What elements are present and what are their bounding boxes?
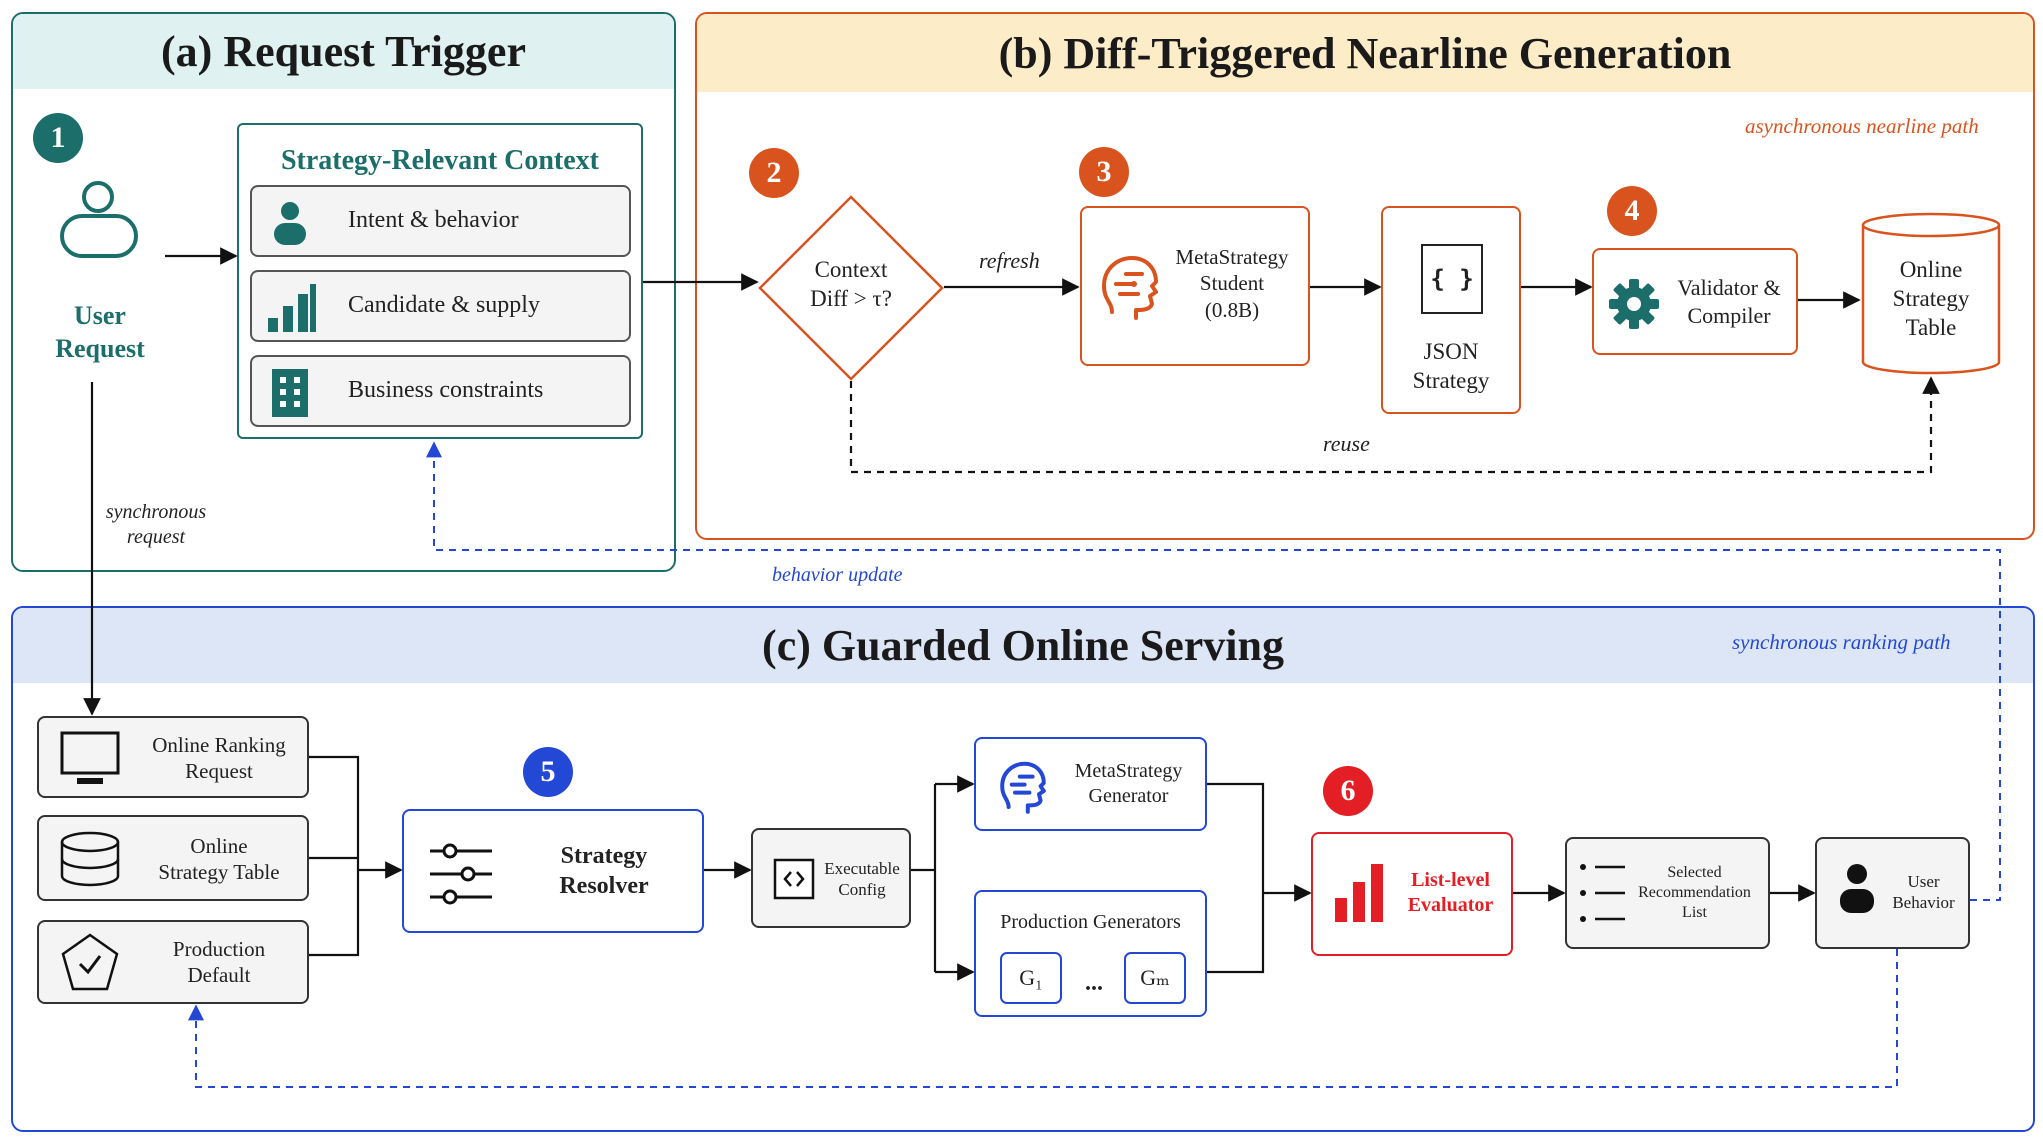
sliders-icon bbox=[430, 843, 492, 905]
context-item-label: Candidate & supply bbox=[348, 292, 540, 318]
panel-request-trigger: (a) Request Trigger bbox=[11, 12, 676, 572]
refresh-label: refresh bbox=[979, 248, 1040, 273]
context-item-label: Intent & behavior bbox=[348, 207, 519, 233]
ai-head-icon bbox=[1102, 256, 1158, 320]
sync-ranking-path-label: synchronous ranking path bbox=[1732, 630, 1951, 654]
selected-recommendation-list-box: Selected Recommendation List bbox=[1565, 837, 1770, 949]
metastrategy-student-box: MetaStrategy Student (0.8B) bbox=[1080, 206, 1310, 366]
person-icon bbox=[274, 202, 306, 245]
list-level-evaluator-box: List-level Evaluator bbox=[1311, 832, 1513, 956]
selected-list-label: Selected Recommendation List bbox=[1638, 864, 1751, 921]
user-request-label: User Request bbox=[55, 301, 145, 363]
production-generators-box: Production Generators G₁ ... Gₘ bbox=[974, 890, 1207, 1017]
context-item-label: Business constraints bbox=[348, 377, 544, 403]
online-ranking-request-label: Online Ranking Request bbox=[152, 733, 286, 784]
online-ranking-request-box: Online Ranking Request bbox=[37, 716, 309, 798]
json-braces: { } bbox=[1430, 265, 1474, 293]
building-icon bbox=[272, 369, 308, 417]
panel-c-title: (c) Guarded Online Serving bbox=[762, 621, 1284, 670]
step-3-number: 3 bbox=[1096, 155, 1112, 188]
code-icon bbox=[773, 858, 815, 900]
generator-gm-label: Gₘ bbox=[1140, 965, 1170, 990]
user-behavior-box: User Behavior bbox=[1815, 837, 1970, 949]
async-path-label: asynchronous nearline path bbox=[1745, 114, 1979, 138]
executable-config-label: Executable Config bbox=[824, 859, 900, 900]
panel-a-header: (a) Request Trigger bbox=[13, 14, 674, 89]
online-strategy-table-cylinder bbox=[1861, 212, 2001, 375]
step-1-number: 1 bbox=[50, 121, 66, 154]
json-strategy-label: JSON Strategy bbox=[1412, 339, 1490, 393]
step-6-badge: 6 bbox=[1323, 766, 1373, 816]
database-icon bbox=[60, 831, 120, 887]
production-generators-label: Production Generators bbox=[1000, 911, 1181, 933]
user-request-icon bbox=[60, 181, 138, 258]
gear-icon bbox=[1609, 279, 1659, 329]
executable-config-box: Executable Config bbox=[751, 828, 911, 928]
context-item-intent: Intent & behavior bbox=[250, 185, 631, 257]
production-default-label: Production Default bbox=[172, 937, 266, 988]
step-1-badge: 1 bbox=[33, 113, 83, 163]
reuse-label: reuse bbox=[1323, 431, 1370, 456]
context-item-business: Business constraints bbox=[250, 355, 631, 427]
online-strategy-table-source-label: Online Strategy Table bbox=[158, 834, 280, 885]
generator-g1-box: G₁ bbox=[1000, 952, 1062, 1004]
generator-g1-label: G₁ bbox=[1019, 965, 1043, 990]
panel-b-title: (b) Diff-Triggered Nearline Generation bbox=[998, 28, 1732, 78]
step-2-badge: 2 bbox=[749, 148, 799, 198]
online-strategy-table-label: Online Strategy Table bbox=[1892, 257, 1970, 340]
context-diff-label: Context Diff > τ? bbox=[810, 257, 892, 311]
bar-chart-icon bbox=[268, 284, 316, 332]
evaluator-bars-icon bbox=[1335, 864, 1383, 922]
generator-gm-box: Gₘ bbox=[1124, 952, 1186, 1004]
strategy-resolver-box: Strategy Resolver bbox=[402, 809, 704, 933]
generator-ellipsis: ... bbox=[1085, 970, 1103, 996]
context-title: Strategy-Relevant Context bbox=[280, 145, 600, 176]
step-4-badge: 4 bbox=[1607, 186, 1657, 236]
step-4-number: 4 bbox=[1624, 194, 1640, 227]
monitor-icon bbox=[60, 731, 120, 784]
panel-a-title: (a) Request Trigger bbox=[161, 27, 526, 76]
json-icon: { } bbox=[1421, 244, 1483, 314]
synchronous-request-label: synchronous request bbox=[105, 501, 207, 548]
validator-label: Validator & Compiler bbox=[1677, 275, 1781, 328]
step-2-number: 2 bbox=[766, 156, 782, 189]
json-strategy-box: { } JSON Strategy bbox=[1381, 206, 1521, 414]
behavior-update-label: behavior update bbox=[772, 564, 903, 586]
user-icon bbox=[1840, 864, 1874, 913]
evaluator-label: List-level Evaluator bbox=[1407, 869, 1494, 916]
panel-c-header: (c) Guarded Online Serving bbox=[13, 608, 2033, 683]
metastrategy-generator-label: MetaStrategy Generator bbox=[1074, 760, 1183, 807]
production-default-box: Production Default bbox=[37, 920, 309, 1004]
online-strategy-table-source-box: Online Strategy Table bbox=[37, 815, 309, 901]
panel-nearline-generation: (b) Diff-Triggered Nearline Generation bbox=[695, 12, 2035, 540]
step-5-badge: 5 bbox=[523, 747, 573, 797]
validator-compiler-box: Validator & Compiler bbox=[1592, 248, 1798, 355]
context-item-candidate: Candidate & supply bbox=[250, 270, 631, 342]
strategy-resolver-label: Strategy Resolver bbox=[559, 843, 649, 899]
step-3-badge: 3 bbox=[1079, 147, 1129, 197]
student-label: MetaStrategy Student (0.8B) bbox=[1175, 245, 1289, 322]
panel-b-header: (b) Diff-Triggered Nearline Generation bbox=[697, 14, 2033, 92]
shield-check-icon bbox=[61, 933, 119, 991]
step-5-number: 5 bbox=[540, 755, 556, 788]
metastrategy-generator-box: MetaStrategy Generator bbox=[974, 737, 1207, 831]
ai-head-icon bbox=[1000, 761, 1046, 814]
step-6-number: 6 bbox=[1340, 774, 1356, 807]
user-behavior-label: User Behavior bbox=[1892, 872, 1955, 913]
